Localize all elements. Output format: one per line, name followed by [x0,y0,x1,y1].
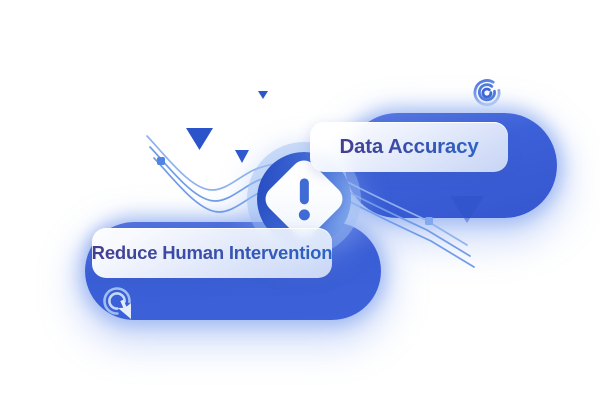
data-accuracy-card[interactable]: Data Accuracy [310,122,508,172]
faint-triangle-icon [450,196,484,223]
spiral-target-icon [473,79,501,107]
click-cursor-icon [103,287,131,319]
exclamation-bar [299,178,309,204]
line-dot-right [425,217,433,225]
exclamation-icon [298,178,310,220]
data-accuracy-label: Data Accuracy [339,135,479,158]
cursor-arrow [118,299,131,319]
line-dot-left [157,157,165,165]
reduce-intervention-card[interactable]: Reduce Human Intervention [91,228,333,278]
triangle-small-top-icon [258,91,268,99]
triangle-small-icon [235,150,249,163]
exclamation-dot [298,209,310,220]
triangle-large-icon [186,128,213,150]
reduce-intervention-label: Reduce Human Intervention [91,242,333,263]
